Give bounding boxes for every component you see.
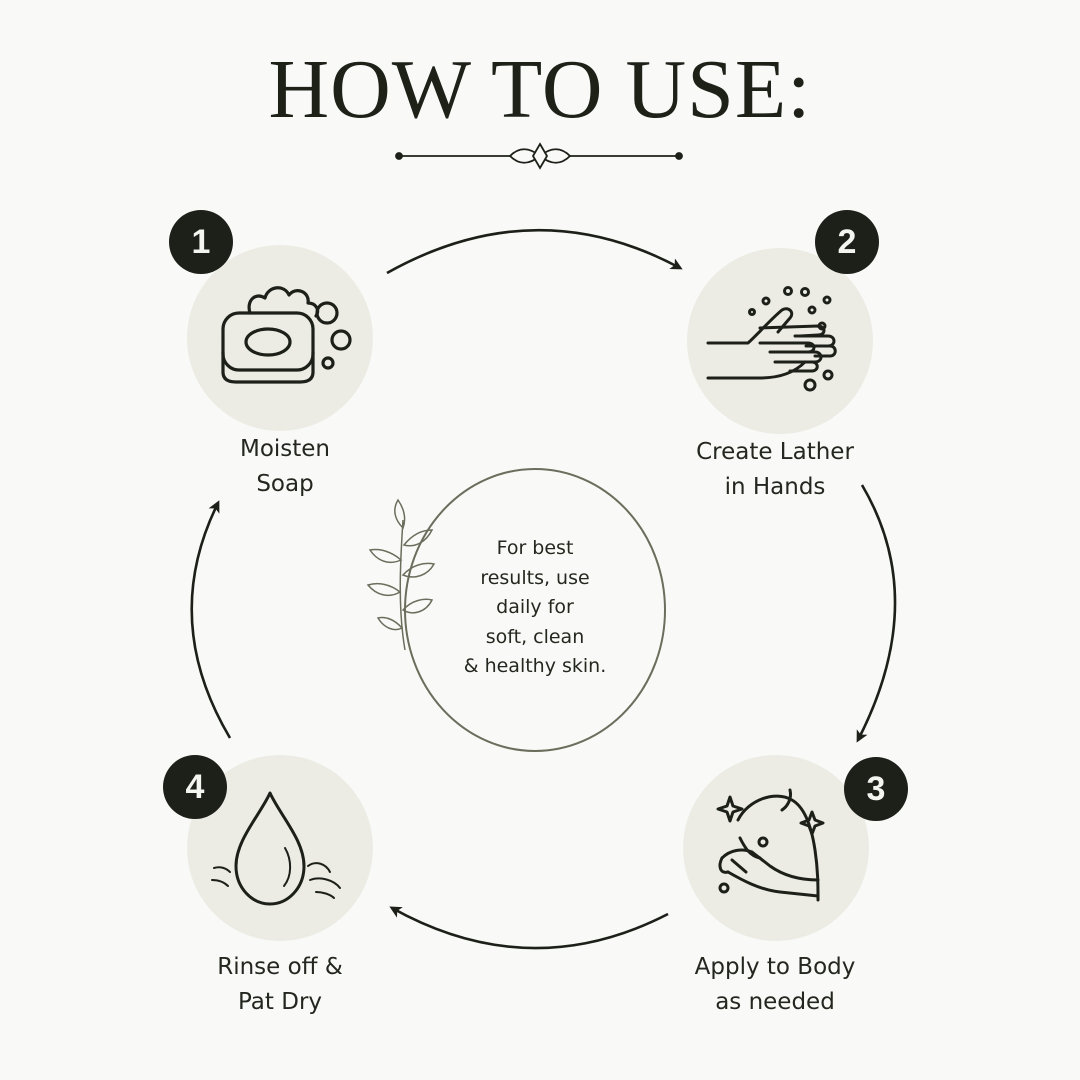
step-3-badge: 3 bbox=[844, 757, 908, 821]
page-title: HOW TO USE: bbox=[268, 43, 812, 136]
step-3-circle bbox=[683, 755, 869, 941]
center-note: For best results, use daily for soft, cl… bbox=[440, 534, 630, 682]
center-note-line-5: & healthy skin. bbox=[463, 655, 607, 677]
step-3-label: Apply to Body as needed bbox=[655, 950, 895, 1020]
center-note-line-4: soft, clean bbox=[485, 625, 585, 648]
step-1-badge: 1 bbox=[169, 210, 233, 274]
step-1-label: Moisten Soap bbox=[175, 432, 395, 502]
step-1-label-line-2: Soap bbox=[256, 471, 314, 497]
arrow-step3-to-step4 bbox=[389, 906, 669, 950]
ornamental-divider bbox=[395, 142, 683, 170]
step-2-badge: 2 bbox=[815, 210, 879, 274]
arrow-step1-to-step2 bbox=[386, 228, 683, 275]
step-4-label-line-2: Pat Dry bbox=[237, 989, 323, 1015]
center-note-line-2: results, use bbox=[480, 566, 590, 589]
step-4-label: Rinse off & Pat Dry bbox=[170, 950, 390, 1020]
step-2-label-line-1: Create Lather bbox=[696, 439, 854, 465]
step-4-badge: 4 bbox=[163, 755, 227, 819]
center-note-line-1: For best bbox=[496, 537, 574, 559]
step-2-label-line-2: in Hands bbox=[724, 474, 826, 500]
arrow-step4-to-step1 bbox=[190, 500, 232, 739]
step-2-circle bbox=[687, 248, 873, 434]
leaf-sprig-icon bbox=[366, 498, 436, 651]
step-1-circle bbox=[187, 245, 373, 431]
step-1-label-line-1: Moisten bbox=[239, 436, 331, 462]
step-4-label-line-1: Rinse off & bbox=[217, 954, 343, 980]
center-note-line-3: daily for bbox=[496, 596, 574, 618]
center-ring bbox=[404, 468, 666, 752]
step-2-label: Create Lather in Hands bbox=[655, 435, 895, 505]
step-3-label-line-1: Apply to Body bbox=[694, 954, 856, 980]
step-3-label-line-2: as needed bbox=[715, 989, 835, 1015]
arrow-step2-to-step3 bbox=[856, 484, 897, 743]
